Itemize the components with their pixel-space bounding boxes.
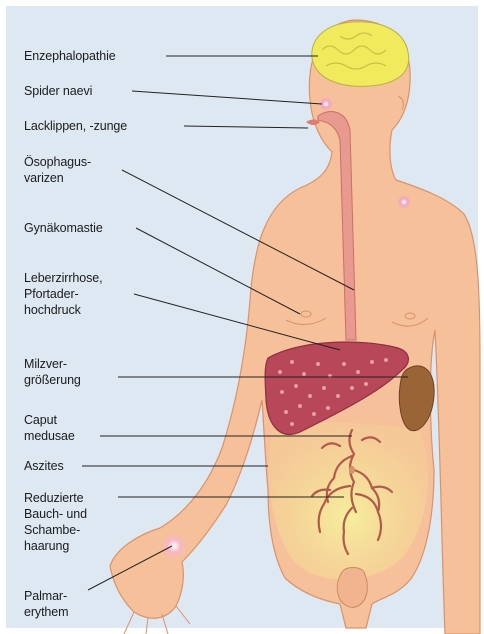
label-oesophagusvarizen: Ösophagus- varizen — [24, 154, 91, 186]
label-palmarerythem: Palmar- erythem — [24, 588, 68, 620]
brain-shape — [312, 22, 409, 87]
label-aszites: Aszites — [24, 458, 64, 474]
label-caput-medusae: Caput medusae — [24, 412, 75, 444]
palmar-erythema-spot — [161, 533, 187, 559]
label-milzvergroesserung: Milzver- größerung — [24, 356, 81, 388]
label-lacklippen: Lacklippen, -zunge — [24, 118, 127, 134]
label-spider-naevi: Spider naevi — [24, 83, 92, 99]
label-gynaekomastie: Gynäkomastie — [24, 220, 103, 236]
spider-naevus-spot-shoulder — [397, 195, 411, 209]
label-reduzierte-behaarung: Reduzierte Bauch- und Schambe- haarung — [24, 490, 87, 554]
genitals-shape — [337, 568, 367, 608]
label-enzephalopathie: Enzephalopathie — [24, 48, 116, 64]
label-leberzirrhose: Leberzirrhose, Pfortader- hochdruck — [24, 270, 103, 318]
